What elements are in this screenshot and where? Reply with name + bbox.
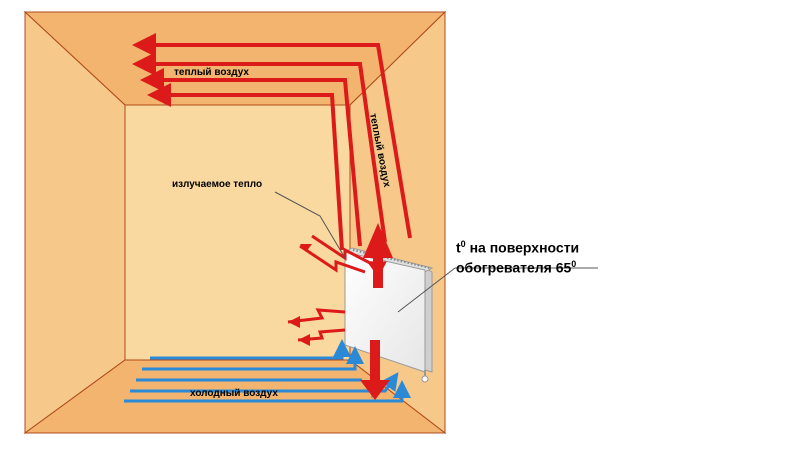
heater-foot	[421, 375, 429, 383]
cold-arrow-5	[124, 380, 411, 403]
heater-grille	[352, 249, 431, 269]
warm-arrow-1	[132, 33, 412, 239]
temp-symbol: t	[456, 239, 461, 256]
heater-side	[424, 267, 433, 373]
cold-arrow-1	[150, 339, 351, 360]
radiant-arrow-2	[299, 244, 366, 274]
temp-symbol-sup: 0	[460, 239, 466, 249]
cold-arrow-2	[142, 346, 364, 371]
temp-label-pointer	[397, 267, 456, 313]
radiant-arrow-heads	[288, 244, 312, 346]
cold-air-arrows	[124, 339, 411, 403]
back-wall	[124, 104, 351, 361]
warm-air-top-label: теплый воздух	[174, 67, 249, 78]
big-down-arrow	[360, 340, 390, 400]
room	[23, 10, 447, 435]
warm-arrow-3	[140, 68, 362, 247]
surface-temp-line-2: обогревателя 650	[456, 256, 579, 276]
cold-air-label: холодный воздух	[190, 388, 278, 399]
heater	[343, 247, 434, 398]
warm-arrow-4	[147, 83, 344, 251]
temp-line-2-text: обогревателя 65	[456, 259, 572, 276]
radiant-label-pointer	[274, 191, 346, 259]
temp-line-2-sup: 0	[571, 258, 577, 269]
floor	[23, 359, 447, 434]
big-up-arrow	[363, 223, 393, 288]
radiant-arrow-3	[287, 308, 346, 324]
radiant-heat-arrows	[287, 234, 387, 342]
radiant-heat-label: излучаемое тепло	[172, 179, 263, 190]
temp-line-1-text: на поверхности	[465, 239, 580, 256]
cold-arrow-4	[130, 372, 399, 393]
warm-air-arrows	[132, 33, 412, 251]
surface-temp-line-1: t0 на поверхности	[456, 236, 579, 256]
surface-temp-label: t0 на поверхности обогревателя 650	[456, 236, 579, 275]
radiant-arrow-1	[311, 234, 387, 278]
warm-arrow-2	[132, 52, 387, 243]
